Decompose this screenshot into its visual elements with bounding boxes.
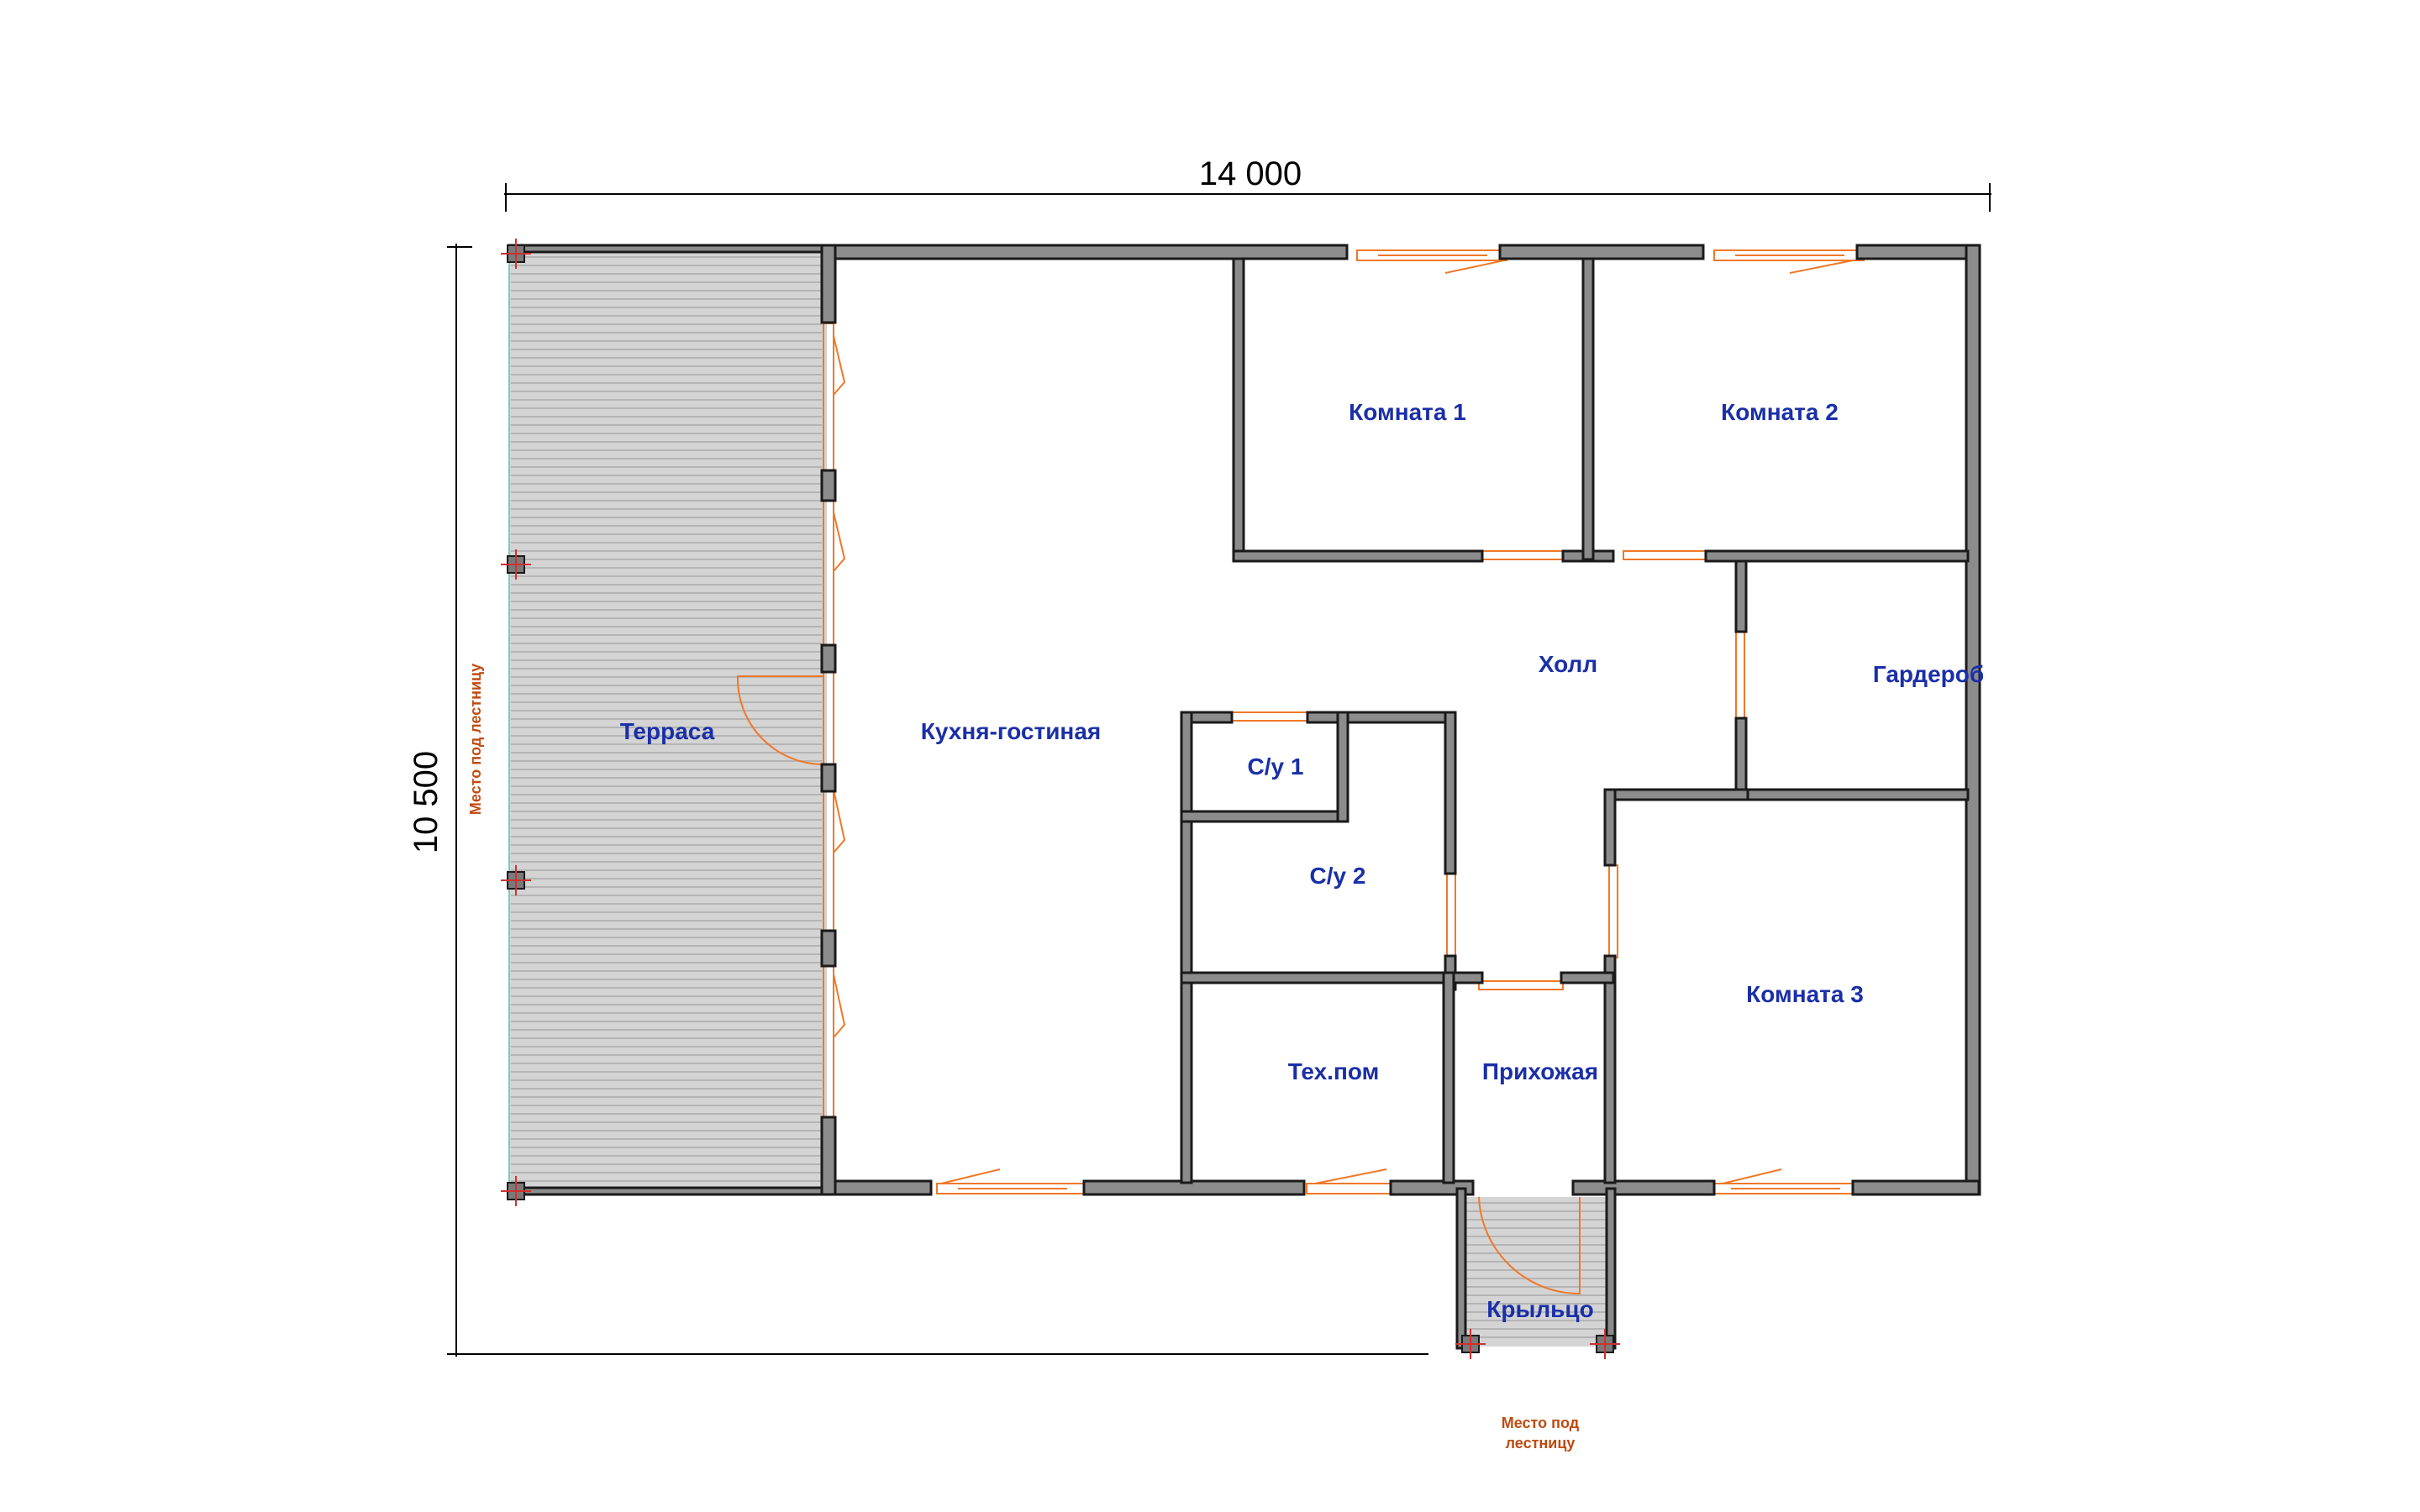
support-post bbox=[501, 239, 531, 269]
label-bathroom2: С/у 2 bbox=[1310, 863, 1366, 889]
width-dimension-label: 14 000 bbox=[1199, 155, 1302, 192]
entrance-door-swing bbox=[1478, 1196, 1581, 1295]
label-room3: Комната 3 bbox=[1746, 981, 1864, 1007]
support-post bbox=[1590, 1329, 1620, 1359]
note-stair-left: Место под лестницу bbox=[467, 664, 484, 815]
note-stair-bottom-line1: Место под bbox=[1502, 1415, 1580, 1431]
height-dimension-label: 10 500 bbox=[408, 751, 445, 853]
label-kitchen-living: Кухня-гостиная bbox=[921, 718, 1102, 744]
label-room2: Комната 2 bbox=[1721, 399, 1839, 425]
support-post bbox=[1455, 1329, 1486, 1359]
label-room1: Комната 1 bbox=[1349, 399, 1466, 425]
height-dimension bbox=[447, 244, 1428, 1357]
window-bottom-2 bbox=[1306, 1183, 1396, 1194]
room-labels: Терраса Кухня-гостиная Комната 1 Комната… bbox=[620, 399, 1984, 1322]
support-post bbox=[501, 1176, 531, 1206]
label-porch: Крыльцо bbox=[1486, 1296, 1593, 1322]
label-tech-room: Тех.пом bbox=[1288, 1058, 1380, 1084]
label-entrance-hall: Прихожая bbox=[1482, 1058, 1598, 1084]
support-post bbox=[501, 549, 531, 580]
support-post bbox=[501, 865, 531, 895]
porch-deck bbox=[1462, 1197, 1613, 1347]
label-wardrobe: Гардероб bbox=[1873, 661, 1984, 687]
note-stair-bottom-line2: лестницу bbox=[1506, 1435, 1576, 1452]
terrace-deck bbox=[508, 249, 827, 1191]
label-hall: Холл bbox=[1539, 651, 1597, 677]
label-terrace: Терраса bbox=[620, 718, 715, 744]
terrace-door-swing bbox=[736, 675, 824, 765]
posts bbox=[501, 239, 1620, 1359]
walls bbox=[508, 244, 1981, 1350]
stair-notes: Место под лестницу Место под лестницу bbox=[467, 664, 1580, 1452]
width-dimension bbox=[504, 183, 1991, 212]
label-bathroom1: С/у 1 bbox=[1248, 753, 1304, 780]
